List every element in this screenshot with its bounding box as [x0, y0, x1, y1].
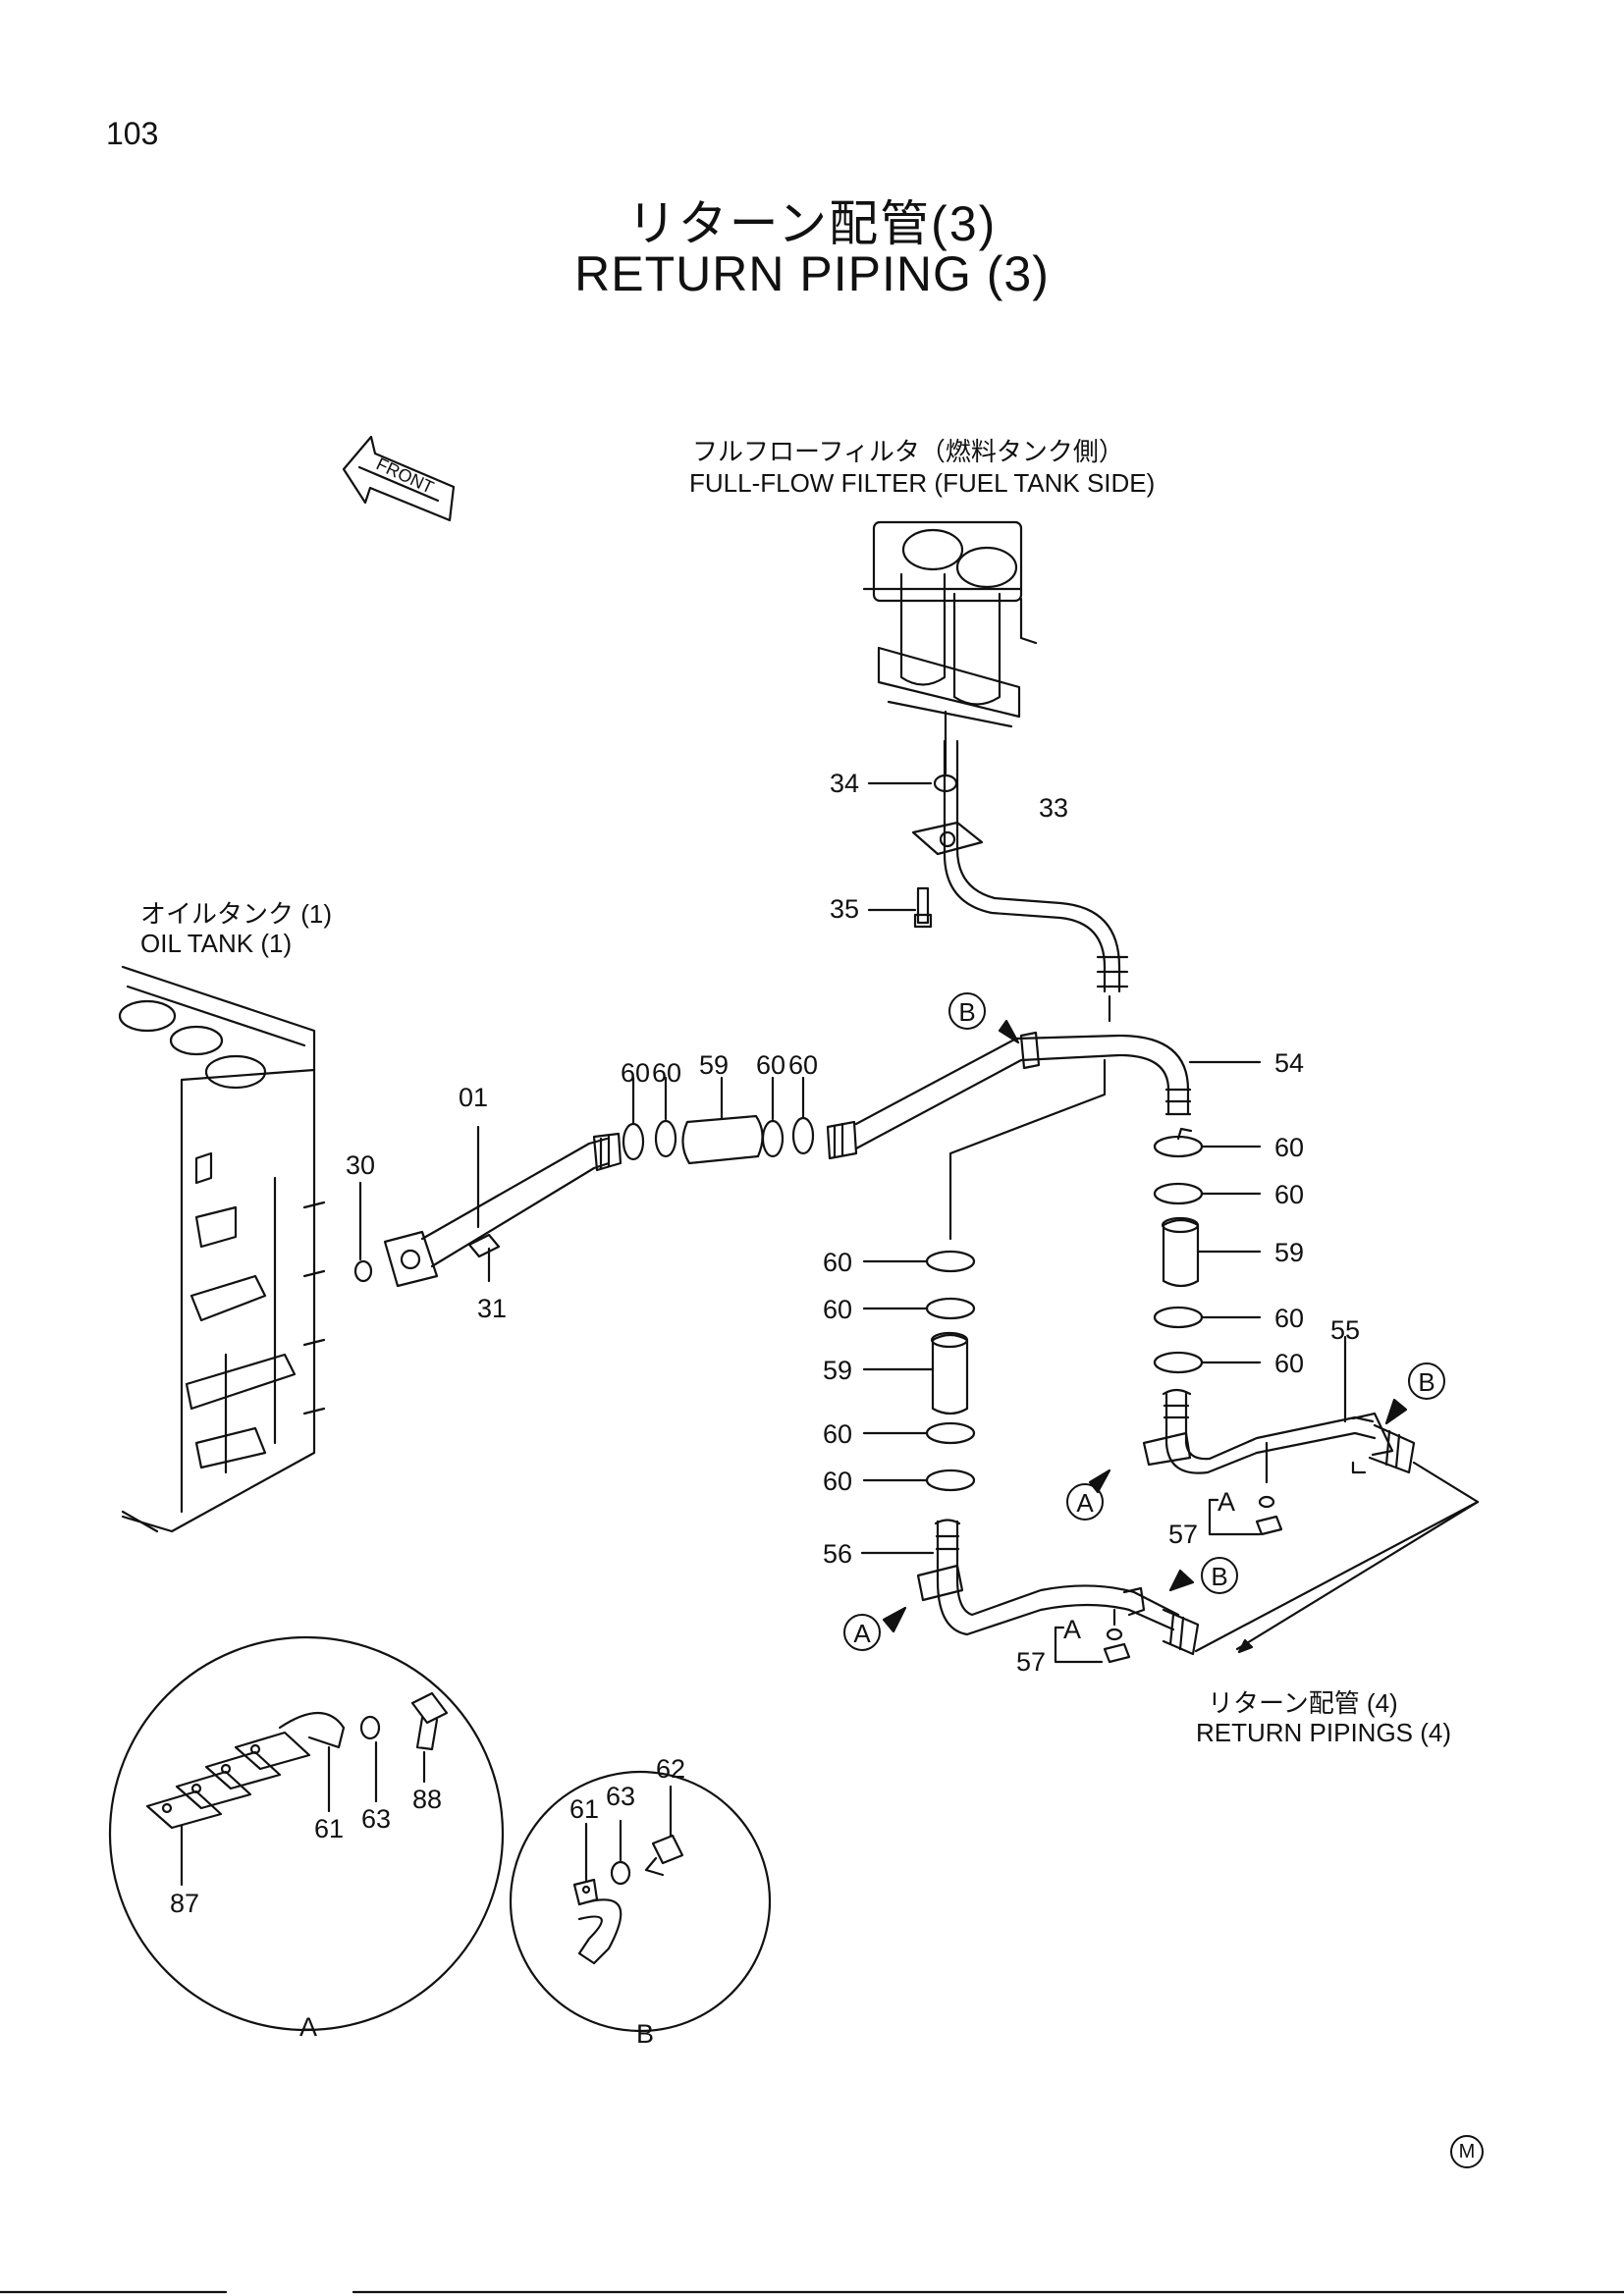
- callout-60-left-1: 60: [823, 1248, 853, 1277]
- page-number: 103: [106, 116, 159, 151]
- full-flow-filter: [862, 520, 1038, 728]
- marker-b-1: B: [958, 997, 975, 1027]
- callout-62: 62: [656, 1754, 686, 1784]
- detail-a: [108, 1635, 505, 2032]
- pipe-55: [1142, 1335, 1416, 1536]
- filter-label-jp: フルフローフィルタ（燃料タンク側）: [692, 437, 1124, 466]
- marker-a-1: A: [1076, 1488, 1094, 1518]
- callout-63-detail-a: 63: [361, 1804, 392, 1834]
- pipe-33: [943, 739, 1107, 993]
- callout-60-left-3: 60: [823, 1419, 853, 1449]
- page-title: RETURN PIPING (3): [574, 246, 1050, 301]
- clamp-group-upper: [622, 1076, 815, 1165]
- callout-a-lower: A: [1063, 1615, 1082, 1644]
- pipe-01: [383, 1125, 623, 1288]
- callout-60-left-4: 60: [823, 1467, 853, 1496]
- callout-59-right: 59: [1274, 1238, 1305, 1267]
- callout-35: 35: [830, 894, 860, 924]
- callout-59-left: 59: [823, 1356, 853, 1385]
- callout-60-right-4: 60: [1274, 1349, 1305, 1378]
- callout-60-upper-4: 60: [788, 1050, 819, 1080]
- marker-a-2: A: [853, 1619, 871, 1648]
- callout-87: 87: [170, 1889, 200, 1918]
- pipe-54: [826, 1031, 1262, 1160]
- callout-57-lower: 57: [1016, 1647, 1047, 1677]
- footer-mark: M: [1450, 2135, 1484, 2168]
- callout-55: 55: [1330, 1315, 1361, 1345]
- callout-57-upper: 57: [1168, 1520, 1199, 1549]
- callout-34: 34: [830, 769, 860, 798]
- callout-63-detail-b: 63: [606, 1782, 636, 1811]
- filter-label: FULL-FLOW FILTER (FUEL TANK SIDE): [689, 468, 1156, 498]
- oil-tank-label-jp: オイルタンク (1): [140, 899, 333, 929]
- marker-b-3: B: [1211, 1562, 1227, 1591]
- oil-tank-label: OIL TANK (1): [140, 929, 293, 958]
- oil-tank: [118, 965, 326, 1533]
- detail-b: [509, 1770, 772, 2033]
- callout-60-upper-3: 60: [756, 1050, 786, 1080]
- marker-b-2: B: [1418, 1367, 1435, 1397]
- callout-61-detail-b: 61: [569, 1794, 600, 1824]
- callout-60-right-2: 60: [1274, 1180, 1305, 1209]
- callout-33: 33: [1039, 793, 1069, 823]
- callout-88: 88: [412, 1785, 443, 1814]
- callout-54: 54: [1274, 1048, 1305, 1078]
- callout-60-upper-2: 60: [652, 1058, 682, 1088]
- front-arrow-icon: [342, 435, 456, 522]
- callout-61-detail-a: 61: [314, 1814, 345, 1843]
- detail-a-label: A: [299, 2012, 318, 2042]
- callout-56: 56: [823, 1539, 853, 1569]
- callout-60-upper-1: 60: [621, 1058, 651, 1088]
- callout-01: 01: [459, 1083, 489, 1112]
- front-label: FRONT: [373, 454, 437, 497]
- pipe-56: [860, 1519, 1200, 1664]
- callout-60-left-2: 60: [823, 1295, 853, 1324]
- return-pipings-4-label-jp: リターン配管 (4): [1208, 1688, 1398, 1718]
- detail-b-label: B: [636, 2019, 655, 2049]
- callout-60-right-1: 60: [1274, 1133, 1305, 1162]
- clamp-stack-right: [1153, 1127, 1262, 1374]
- callout-59-upper: 59: [699, 1050, 730, 1080]
- callout-30: 30: [346, 1150, 376, 1180]
- page-title-japanese: リターン配管(3): [626, 196, 998, 251]
- callout-a-upper: A: [1218, 1487, 1236, 1517]
- return-pipings-4-label: RETURN PIPINGS (4): [1196, 1718, 1452, 1747]
- clamp-stack-left: [862, 1250, 976, 1492]
- callout-60-right-3: 60: [1274, 1304, 1305, 1333]
- callout-31: 31: [477, 1294, 508, 1323]
